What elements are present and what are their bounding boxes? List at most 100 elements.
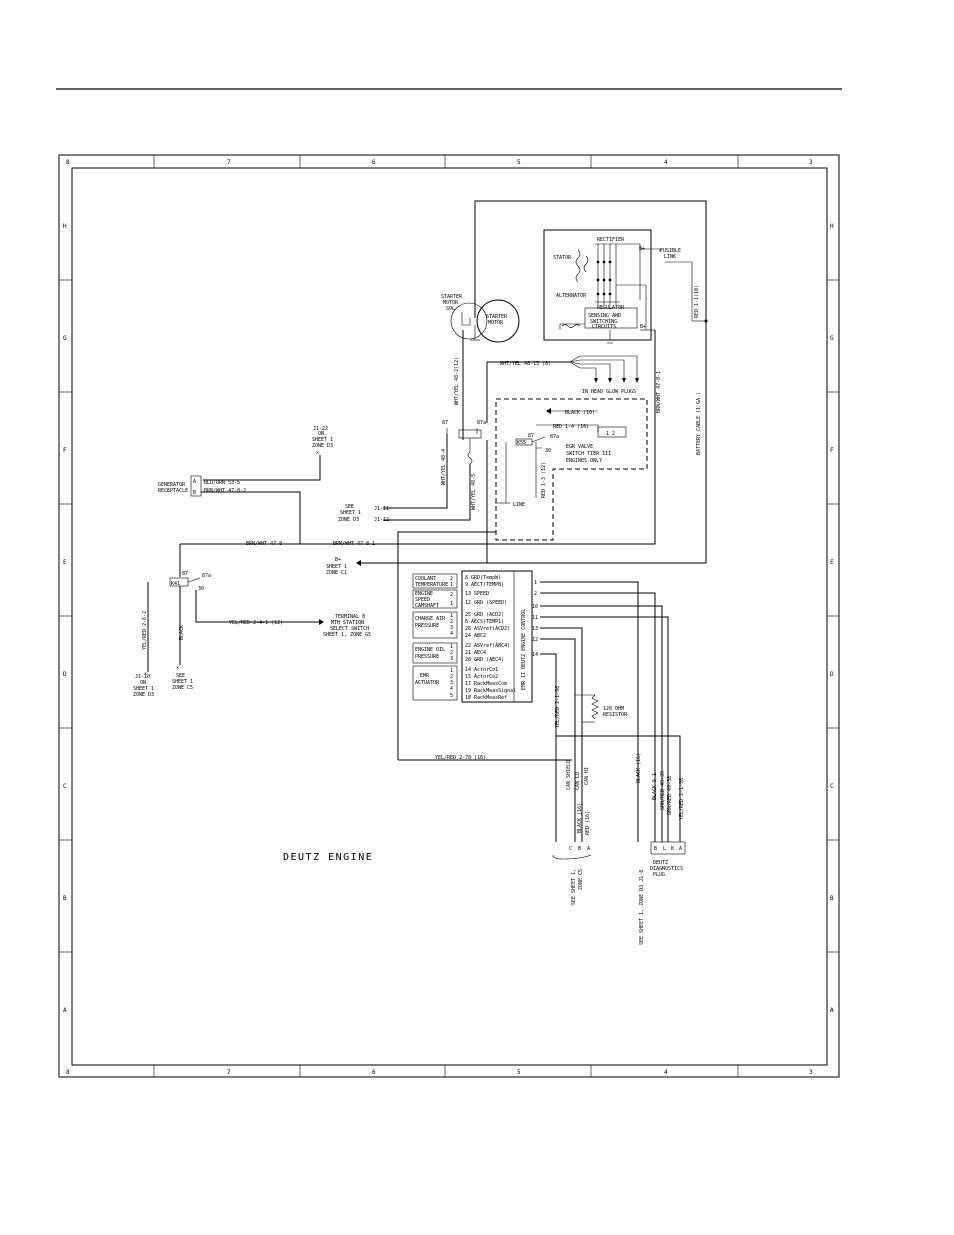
svg-text:F: F: [830, 447, 834, 454]
svg-text:PRESSURE: PRESSURE: [415, 654, 439, 660]
sensor-engine-speed: ENGINE SPEED CAMSHAFT 2 1: [412, 589, 458, 609]
svg-text:ENGINE: ENGINE: [415, 591, 433, 597]
svg-text:EMR: EMR: [420, 673, 430, 679]
svg-text:87: 87: [182, 571, 188, 577]
svg-text:WHT/YEL 48-4: WHT/YEL 48-4: [441, 449, 447, 485]
battery-cable-loop: BATTERY CABLE (1 GA.): [360, 200, 708, 564]
svg-text:CIRCUITS: CIRCUITS: [592, 324, 616, 330]
svg-text:J1-11: J1-11: [374, 506, 389, 512]
svg-text:EMR II DEUTZ ENGINE CONTROL: EMR II DEUTZ ENGINE CONTROL: [521, 609, 527, 690]
svg-text:20 GRD (AEC4): 20 GRD (AEC4): [465, 657, 504, 663]
svg-text:ALTERNATOR: ALTERNATOR: [556, 293, 587, 299]
svg-text:1: 1: [534, 580, 537, 586]
svg-text:GRN/RED 49-39: GRN/RED 49-39: [660, 771, 666, 810]
svg-text:21 AEC4: 21 AEC4: [465, 650, 486, 656]
svg-text:C: C: [569, 846, 572, 852]
svg-text:4: 4: [450, 631, 453, 637]
svg-text:REGULATOR: REGULATOR: [597, 305, 625, 311]
svg-text:H: H: [63, 223, 67, 230]
svg-text:BLACK: BLACK: [179, 625, 185, 640]
svg-text:1: 1: [450, 644, 453, 650]
svg-text:ACTUATOR: ACTUATOR: [415, 680, 440, 686]
svg-text:SWITCH TIER III: SWITCH TIER III: [566, 451, 611, 457]
svg-text:D: D: [830, 671, 834, 678]
svg-text:ON: ON: [140, 680, 146, 686]
svg-text:5: 5: [450, 693, 453, 699]
svg-text:87: 87: [528, 433, 534, 439]
svg-text:30: 30: [198, 586, 204, 592]
ref-j1-22: J1-22 ON SHEET 1 ZONE D3 ✕: [203, 426, 333, 481]
svg-text:SHEET 1: SHEET 1: [312, 437, 333, 443]
svg-text:2: 2: [450, 592, 453, 598]
svg-text:EGR VALVE: EGR VALVE: [566, 444, 593, 450]
svg-text:DEUTZ: DEUTZ: [653, 860, 668, 866]
svg-text:STATOR: STATOR: [553, 255, 572, 261]
svg-text:B: B: [63, 895, 67, 902]
svg-text:4: 4: [664, 159, 668, 166]
svg-text:A: A: [679, 846, 682, 852]
svg-text:9 AECT(TEMPB): 9 AECT(TEMPB): [465, 582, 504, 588]
svg-text:K55: K55: [517, 440, 526, 446]
svg-text:YEL/RED 2-70 (16): YEL/RED 2-70 (16): [435, 755, 486, 761]
egr-switch-area: BLACK (10) 1 2 RED 1-4 (16) EGR VALVE SW…: [495, 398, 648, 541]
svg-text:BATTERY CABLE (1 GA.): BATTERY CABLE (1 GA.): [696, 392, 702, 455]
svg-text:DIAGNOSTICS: DIAGNOSTICS: [650, 866, 683, 872]
svg-text:YEL/RED 2-6-2: YEL/RED 2-6-2: [142, 611, 148, 650]
wire-brn-wht-47-8: BRN/WHT 47-8 BRN/WHT 47-8-1: [179, 541, 375, 577]
svg-text:RED 1-1(10): RED 1-1(10): [694, 285, 700, 318]
svg-text:ZONE C5: ZONE C5: [172, 685, 193, 691]
svg-text:1 2: 1 2: [606, 431, 615, 437]
svg-text:2: 2: [450, 674, 453, 680]
svg-text:ENGINE OIL: ENGINE OIL: [415, 647, 445, 653]
svg-text:10: 10: [532, 604, 538, 610]
svg-text:SOL: SOL: [446, 306, 455, 312]
svg-text:BLACK (16): BLACK (16): [577, 803, 583, 833]
svg-text:SELECT SWITCH: SELECT SWITCH: [330, 626, 369, 632]
svg-text:RED 1-4 (16): RED 1-4 (16): [553, 424, 589, 430]
svg-text:YEL/RED 2-1-98: YEL/RED 2-1-98: [679, 778, 685, 820]
svg-text:22 ASVref(ABC4): 22 ASVref(ABC4): [465, 643, 510, 649]
sensor-charge-air-pressure: CHARGE AIR PRESSURE 1 2 3 4: [412, 611, 458, 639]
wire-brn-wht-47-8-1: BRN/WHT 47-8-1: [360, 330, 662, 545]
diagnostics-plug: BLACK (16) BLACK 5-1 GRN/RED 49-39 GRN/R…: [636, 753, 686, 945]
can-connector: CAN SHIELD CAN LO CAN HI BLACK (16) RED …: [552, 760, 592, 905]
svg-text:BLU/ORN 53-5: BLU/ORN 53-5: [204, 480, 240, 486]
svg-text:✕: ✕: [316, 450, 319, 456]
svg-text:12 GRD (SPEED): 12 GRD (SPEED): [465, 600, 507, 606]
svg-text:L: L: [663, 846, 666, 852]
svg-text:A: A: [193, 479, 196, 485]
svg-text:RECTIFIER: RECTIFIER: [597, 237, 625, 243]
svg-text:PLUG: PLUG: [653, 872, 665, 878]
svg-text:B: B: [654, 846, 657, 852]
svg-text:FUSIBLE: FUSIBLE: [660, 248, 681, 254]
svg-text:ZONE D3: ZONE D3: [312, 443, 333, 449]
svg-text:K41: K41: [171, 581, 180, 587]
column-ticks: [153, 155, 739, 1077]
svg-text:25 GRD (ACD2): 25 GRD (ACD2): [465, 612, 504, 618]
svg-text:RECEPTACLE: RECEPTACLE: [158, 488, 188, 494]
svg-text:A: A: [830, 1007, 834, 1014]
svg-text:C: C: [830, 783, 834, 790]
svg-text:87: 87: [442, 420, 448, 426]
svg-text:2: 2: [450, 576, 453, 582]
svg-text:GENERATOR: GENERATOR: [158, 482, 186, 488]
svg-text:SENSING AND: SENSING AND: [588, 313, 621, 319]
svg-text:14: 14: [532, 652, 538, 658]
relay-k41: K41 87 87a 30 ✕ YEL/RED 2-6-2 ✕ BLACK YE…: [133, 571, 371, 698]
svg-text:ENGINES ONLY: ENGINES ONLY: [566, 458, 602, 464]
svg-text:TEMPERATURE: TEMPERATURE: [415, 582, 448, 588]
row-ticks: [59, 279, 839, 953]
svg-text:1: 1: [450, 668, 453, 674]
svg-text:SEE SHEET 1, ZONE D3 J1-8: SEE SHEET 1, ZONE D3 J1-8: [639, 870, 645, 945]
svg-text:J1-22: J1-22: [313, 426, 328, 432]
svg-text:4: 4: [664, 1069, 668, 1076]
svg-text:STARTER: STARTER: [441, 294, 463, 300]
svg-text:BRN/WHT 47-8-1: BRN/WHT 47-8-1: [656, 371, 662, 413]
svg-text:18 RackMeasRef: 18 RackMeasRef: [465, 695, 507, 701]
wire-yel-red-2-70: YEL/RED 2-70 (16) YEL/RED 2-1-98: [398, 686, 681, 842]
svg-text:IN HEAD GLOW PLUGS: IN HEAD GLOW PLUGS: [582, 389, 636, 395]
svg-text:3: 3: [809, 159, 813, 166]
svg-text:ON: ON: [318, 431, 324, 437]
svg-text:LINE: LINE: [513, 502, 525, 508]
svg-text:CAN HI: CAN HI: [584, 767, 590, 785]
